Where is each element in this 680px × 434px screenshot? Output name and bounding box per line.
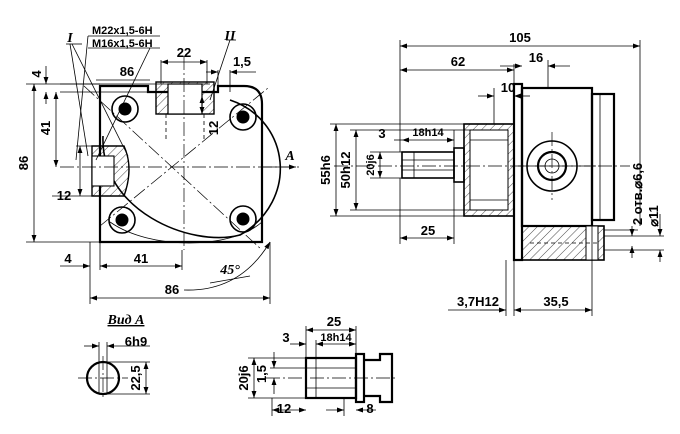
dim-86-left: 86 [16, 156, 31, 170]
dim-16: 16 [529, 50, 543, 65]
detail-dim-18h14: 18h14 [320, 332, 352, 344]
dim-105: 105 [509, 30, 531, 45]
thread-label-2: M16x1,5-6H [92, 38, 153, 50]
pump-cap [590, 92, 616, 222]
dim-6h9: 6h9 [125, 334, 147, 349]
detail-dim-8: 8 [366, 401, 373, 416]
dim-41-bottom: 41 [134, 251, 148, 266]
view-a: Вид А 6h9 22,5 [78, 313, 150, 400]
dim-12-left: 12 [57, 188, 71, 203]
dim-12-right: 12 [206, 121, 221, 135]
dim-20j6: 20j6 [365, 154, 377, 175]
view-mark-2: II [224, 29, 236, 44]
detail-dim-25: 25 [327, 314, 341, 329]
front-view: I II M22x1,5-6H M16x1,5-6H 22 1,5 86 4 4… [16, 25, 300, 304]
left-port-bore [91, 155, 115, 187]
dim-50h12: 50h12 [338, 152, 353, 189]
dim-4-top: 4 [29, 70, 44, 78]
mount-plate [512, 82, 524, 262]
dim-holes: 2 отв.⌀6,6 [630, 163, 645, 225]
shaft-collar [453, 147, 465, 183]
dim-55h6: 55h6 [318, 155, 333, 185]
mount-hole-tr [229, 103, 257, 131]
dim-86-diag: 86 [120, 64, 134, 79]
dim-4-bottom: 4 [64, 251, 72, 266]
dim-3: 3 [378, 126, 385, 141]
dim-25: 25 [421, 223, 435, 238]
mount-hole-br [229, 205, 257, 233]
dim-11: ⌀11 [646, 205, 661, 227]
thread-label-1: M22x1,5-6H [92, 25, 153, 37]
dim-22-5: 22,5 [128, 365, 143, 390]
top-port-bore [167, 83, 203, 115]
mount-hole-bl [108, 206, 136, 234]
dim-41-left: 41 [38, 121, 53, 135]
detail-dim-3: 3 [282, 330, 289, 345]
view-a-title: Вид А [107, 313, 145, 328]
dim-18h14: 18h14 [412, 127, 444, 139]
flange-outline [98, 84, 264, 244]
detail-hub [364, 352, 394, 404]
shaft [401, 151, 455, 179]
dim-3-7h12: 3,7H12 [457, 294, 499, 309]
view-mark-1: I [66, 31, 73, 46]
detail-dim-1-5: 1,5 [254, 365, 269, 383]
dim-22: 22 [177, 45, 191, 60]
pump-body [520, 86, 594, 228]
detail-dim-20j6: 20j6 [236, 365, 251, 390]
shaft-detail: 25 3 18h14 20j6 1,5 12 8 [236, 314, 396, 416]
view-arrow-a: A [284, 149, 294, 164]
dim-62: 62 [451, 54, 465, 69]
dim-86-bottom: 86 [165, 282, 179, 297]
dim-10: 10 [501, 80, 515, 95]
dim-1-5: 1,5 [233, 54, 251, 69]
side-view: 105 62 16 10 3 18h14 55h6 50h12 20j6 25 … [318, 30, 664, 316]
dim-35-5: 35,5 [543, 294, 568, 309]
detail-dim-12: 12 [277, 401, 291, 416]
angle-45: 45° [219, 263, 240, 278]
